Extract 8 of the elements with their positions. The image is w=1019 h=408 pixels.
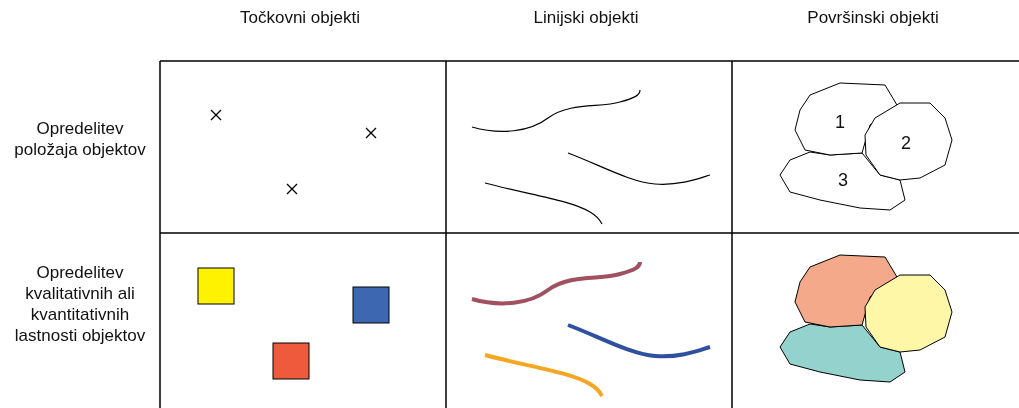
column-header: Površinski objekti (806, 8, 940, 28)
area-number: 1 (835, 112, 845, 132)
column-header: Linijski objekti (532, 8, 640, 28)
row-header: Opredelitev kvalitativnih ali kvantitativnih lastnosti objektov (13, 262, 147, 346)
area-number: 2 (901, 133, 911, 153)
area-number: 3 (838, 170, 848, 190)
column-header: Točkovni objekti (239, 8, 361, 28)
row-header: Opredelitev položaja objektov (13, 118, 147, 160)
